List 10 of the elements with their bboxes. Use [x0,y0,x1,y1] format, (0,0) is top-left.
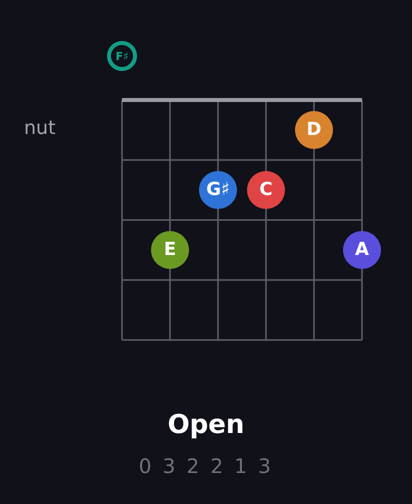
note-label: F♯ [116,50,128,62]
chord-title: Open [168,412,244,438]
note-label: G♯ [206,181,230,199]
fingering-numbers: 0 3 2 2 1 3 [138,456,274,476]
note-label: C [259,181,273,199]
note-label: D [306,121,322,139]
note-label: E [164,241,176,259]
nut-label: nut [24,119,56,138]
note-label: A [355,241,369,259]
open-string-ring [107,41,137,71]
